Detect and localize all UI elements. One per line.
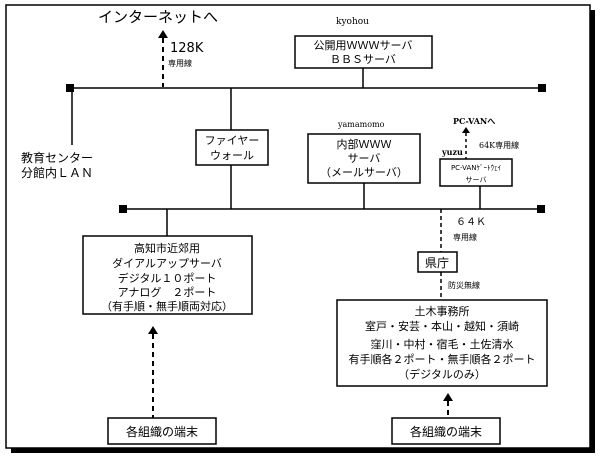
left-terminal-arrow-head [148,326,158,334]
kochi-line2: ダイアルアップサーバ [112,256,222,270]
prefecture-office-box [417,251,458,273]
public-server-host: kyohou [336,17,369,27]
pcvan-line-label: 64K専用線 [479,140,519,150]
civil-line1: 土木事務所 [415,304,470,318]
kochi-line4: アナログ ２ポート [118,285,217,299]
terminal-right-label: 各組織の端末 [410,424,482,439]
upper-backbone-right-terminator [538,84,546,92]
kochi-line1: 高知市近郊用 [134,241,200,255]
kochi-line3: デジタル１０ポート [118,271,217,285]
internet-bandwidth: 128K [170,41,204,56]
pcvan-host: yuzu [441,147,463,157]
civil-line5: （デジタルのみ） [398,367,486,381]
kochi-line5: （有手順・無手順両対応） [101,299,233,313]
education-lan-line1: 教育センター [21,150,93,165]
firewall-box [195,129,269,166]
firewall-line1: ファイヤー [205,134,260,147]
internal-server-host: yamamomo [337,120,385,129]
disaster-line-label: 防災無線 [448,280,480,290]
pcvan-box [439,158,513,187]
left-terminal-box [107,417,217,445]
civil-line3: 窪川・中村・宿毛・土佐清水 [371,337,514,351]
terminal-left-label: 各組織の端末 [126,424,198,439]
internal-server-line1: 内部ＷＷＷ [337,137,392,151]
prefecture-line-bandwidth: ６４Ｋ [456,217,486,228]
prefecture-office-label: 県庁 [425,256,449,270]
pcvan-line2: サーバ [466,176,487,184]
education-lan-line2: 分館内ＬＡＮ [21,165,93,180]
pcvan-top-label: PC-VANへ [453,116,495,126]
civil-office-box [336,299,548,387]
internet-label: インターネットへ [98,8,218,26]
internal-server-box [307,133,421,184]
lower-backbone-left-terminator [119,205,127,213]
internet-arrow-head [158,30,168,38]
firewall-line2: ウォール [210,149,254,162]
internet-line-type: 専用線 [168,58,192,68]
civil-line2: 室戸・安芸・本山・越知・須崎 [365,319,519,333]
pcvan-arrow-head [462,127,470,133]
right-terminal-box [391,417,501,445]
public-server-line2: ＢＢＳサーバ [330,53,396,66]
right-terminal-arrow-head [443,393,453,401]
lower-backbone-right-terminator [537,205,545,213]
internal-server-line2: サーバ [348,152,381,165]
civil-line4: 有手順各２ポート・無手順各２ポート [349,352,536,366]
pcvan-line1: PC-VANｹﾞｰﾄｳｪｲ [451,164,502,172]
prefecture-line-type: 専用線 [453,232,477,242]
public-server-line1: 公開用ＷＷＷサーバ [314,39,413,52]
kochi-dialup-box [82,235,253,315]
internal-server-line3: （メールサーバ） [320,166,408,179]
upper-backbone-left-terminator [66,84,74,92]
